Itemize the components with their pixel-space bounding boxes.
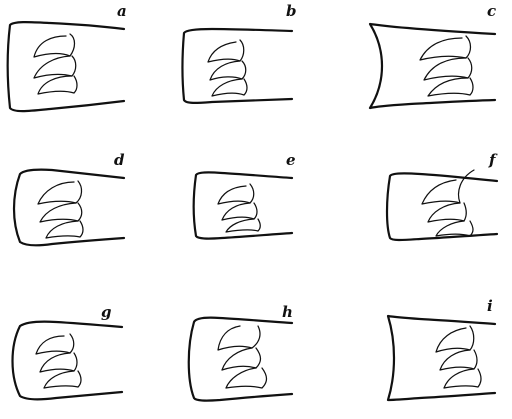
scale-row-upper-i <box>436 326 474 352</box>
scale-row-lower-i <box>444 369 481 388</box>
tail-outline-h <box>189 318 292 401</box>
panel-f: f <box>387 151 498 240</box>
scale-row-upper-b <box>208 40 244 62</box>
scale-row-upper-h <box>218 326 260 350</box>
panel-d: d <box>14 151 125 245</box>
panel-h: h <box>189 303 293 401</box>
panel-a: a <box>8 2 127 111</box>
panel-label-i: i <box>487 297 493 315</box>
scale-row-lower-h <box>226 368 267 388</box>
scale-row-lower-e <box>226 219 260 232</box>
panel-b: b <box>183 2 297 103</box>
scale-row-lower-c <box>428 78 473 96</box>
scale-row-upper-e <box>218 184 254 204</box>
panel-label-f: f <box>488 151 498 169</box>
tail-outline-i <box>388 316 495 400</box>
scale-row-middle-d <box>40 203 82 222</box>
scale-row-lower-f <box>436 221 473 236</box>
scale-row-middle-e <box>222 203 257 220</box>
scale-row-middle-a <box>34 56 76 78</box>
panel-e: e <box>194 151 296 239</box>
scale-row-lower-a <box>38 76 77 94</box>
panel-c: c <box>370 2 496 108</box>
scale-row-lower-b <box>212 79 247 96</box>
tail-outline-b <box>183 29 293 103</box>
scale-row-middle-g <box>40 353 77 372</box>
scale-row-upper-c <box>420 36 471 60</box>
scale-row-middle-b <box>210 61 246 80</box>
tail-outline-e <box>194 172 292 238</box>
panel-i: i <box>388 297 495 400</box>
panel-label-g: g <box>101 303 112 321</box>
panel-label-b: b <box>286 2 297 20</box>
panel-label-e: e <box>286 151 296 169</box>
panel-label-h: h <box>282 303 293 321</box>
scale-row-upper-g <box>36 334 74 354</box>
scale-row-middle-h <box>222 348 261 370</box>
panel-label-d: d <box>114 151 125 169</box>
scale-row-upper-a <box>34 34 75 57</box>
panel-g: g <box>13 303 123 399</box>
scale-row-upper-d <box>38 181 82 204</box>
scale-row-middle-c <box>424 58 472 80</box>
panel-label-c: c <box>487 2 496 20</box>
scale-row-middle-i <box>440 350 477 370</box>
tail-outline-g <box>13 322 123 400</box>
panel-label-a: a <box>117 2 127 20</box>
tail-outline-d <box>14 170 124 246</box>
scale-row-lower-g <box>44 371 81 388</box>
scale-row-middle-f <box>428 203 466 222</box>
scale-row-lower-d <box>46 221 83 238</box>
